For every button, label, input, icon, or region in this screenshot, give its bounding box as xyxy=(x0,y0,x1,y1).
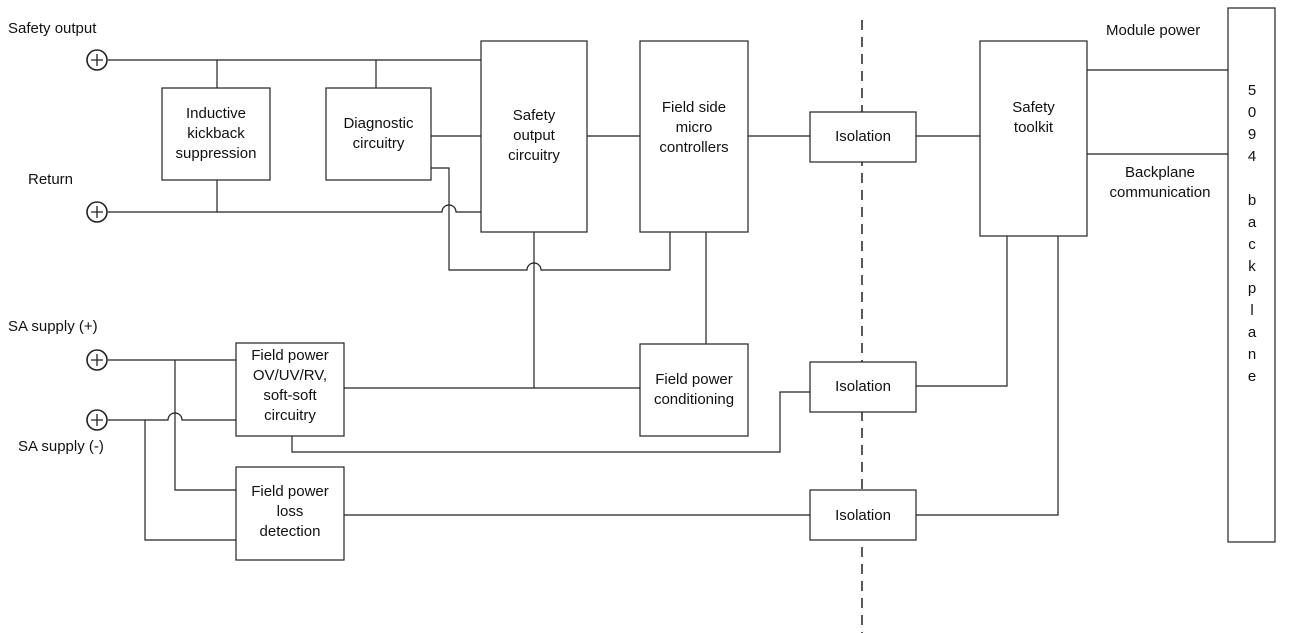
field-power-loss-label: Field power loss detection xyxy=(251,483,329,540)
label-sa-supply-plus: SA supply (+) xyxy=(8,318,98,335)
inductive-kickback-label: Inductive kickback suppression xyxy=(175,105,257,162)
field-power-conditioning-block xyxy=(639,343,749,437)
inductive-kickback-block xyxy=(161,87,271,181)
terminal-safety-output-icon xyxy=(86,49,108,71)
terminal-return-icon xyxy=(86,201,108,223)
field-power-loss-block xyxy=(235,466,345,561)
backplane-letter: e xyxy=(1247,368,1257,385)
isolation-top-label: Isolation xyxy=(835,128,891,145)
backplane-letter: 9 xyxy=(1247,126,1257,143)
backplane-letter: 4 xyxy=(1247,148,1257,165)
label-safety-output: Safety output xyxy=(8,20,97,37)
field-power-ov-block xyxy=(235,342,345,437)
backplane-letter: l xyxy=(1250,302,1254,319)
diagnostic-circuitry-block xyxy=(325,87,432,181)
backplane-block xyxy=(1227,7,1276,543)
wires xyxy=(108,59,1228,541)
isolation-bottom-block xyxy=(809,489,917,541)
safety-toolkit-label: Safety toolkit xyxy=(1012,99,1055,136)
label-sa-supply-minus: SA supply (-) xyxy=(18,438,104,455)
safety-output-circuitry-label: Safety output circuitry xyxy=(508,107,560,164)
field-side-micro-block xyxy=(639,40,749,233)
backplane-letter: c xyxy=(1248,236,1256,253)
safety-output-circuitry-block xyxy=(480,40,588,233)
label-backplane-communication: Backplane communication xyxy=(1109,164,1211,201)
field-power-conditioning-label: Field power conditioning xyxy=(653,371,735,408)
label-return: Return xyxy=(28,171,74,188)
isolation-top-block xyxy=(809,111,917,163)
terminal-sa-minus-icon xyxy=(86,409,108,431)
backplane-letter: b xyxy=(1247,192,1257,209)
terminal-sa-plus-icon xyxy=(86,349,108,371)
backplane-letter: 5 xyxy=(1247,82,1257,99)
safety-toolkit-block xyxy=(979,40,1088,237)
backplane-letter xyxy=(1242,168,1262,190)
diagnostic-circuitry-label: Diagnostic circuitry xyxy=(343,115,414,152)
backplane-letter: k xyxy=(1248,258,1256,275)
backplane-letter: 0 xyxy=(1247,104,1257,121)
backplane-letter: a xyxy=(1247,324,1257,341)
backplane-letter: n xyxy=(1247,346,1257,363)
label-module-power: Module power xyxy=(1106,22,1201,39)
backplane-letter: a xyxy=(1247,214,1257,231)
field-power-ov-label: Field power OV/UV/RV, soft-soft circuitr… xyxy=(251,347,329,424)
isolation-bottom-label: Isolation xyxy=(835,507,891,524)
backplane-letter: p xyxy=(1247,280,1257,297)
isolation-mid-block xyxy=(809,361,917,413)
field-side-micro-label: Field side micro controllers xyxy=(659,99,729,156)
isolation-mid-label: Isolation xyxy=(835,378,891,395)
